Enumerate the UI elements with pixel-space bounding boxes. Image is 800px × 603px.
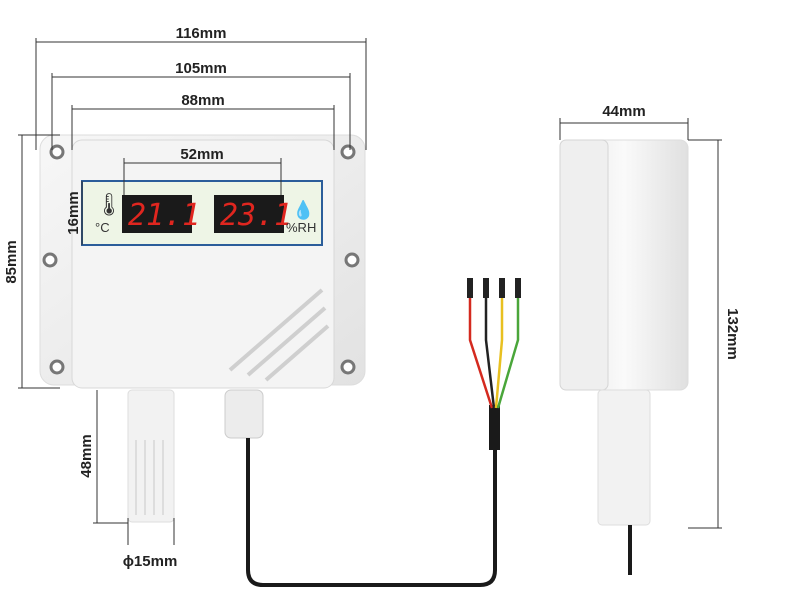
humidity-value: 23.1 — [220, 198, 292, 233]
side-view — [559, 139, 689, 575]
total-width-label: 116mm — [176, 25, 227, 42]
housing-body — [71, 139, 335, 389]
wire-black — [484, 290, 496, 409]
mount-hole — [42, 252, 58, 268]
temperature-value: 21.1 — [128, 198, 200, 233]
wire-terminals — [467, 278, 521, 298]
side-depth-label: 44mm — [602, 103, 645, 120]
wire-green — [496, 290, 520, 409]
side-height-label: 132mm — [724, 308, 741, 360]
wire-yellow — [494, 290, 504, 409]
body-width-label: 88mm — [181, 92, 224, 109]
display-height-label: 16mm — [65, 191, 82, 234]
thermometer-icon: 🌡 — [95, 192, 123, 217]
wire-red — [468, 290, 494, 409]
probe-diameter-label: ϕ15mm — [123, 553, 178, 570]
sensor-probe — [127, 389, 175, 523]
side-mounting-plate — [559, 139, 609, 391]
wires — [468, 290, 520, 409]
cable — [246, 420, 497, 587]
mount-hole — [344, 252, 360, 268]
mount-hole — [49, 144, 65, 160]
housing-grooves — [228, 288, 330, 382]
humidity-display — [214, 195, 284, 233]
cable-gland — [224, 389, 264, 439]
humidity-unit: %RH — [286, 220, 316, 235]
temperature-unit: °C — [95, 220, 110, 235]
front-view: 🌡 °C 21.1 23.1 💧 %RH — [39, 134, 521, 587]
temperature-display — [122, 195, 192, 233]
mount-hole — [340, 359, 356, 375]
hole-spacing-label: 105mm — [175, 60, 227, 77]
mount-hole — [340, 144, 356, 160]
dimension-lines — [18, 38, 722, 545]
probe-length-label: 48mm — [78, 434, 95, 477]
cable-sheath — [489, 405, 500, 450]
probe-vents — [135, 440, 164, 515]
humidity-droplet-icon: 💧 — [292, 199, 314, 220]
display-width-label: 52mm — [180, 146, 223, 163]
mount-hole — [49, 359, 65, 375]
body-height-label: 85mm — [3, 240, 20, 283]
side-probe — [597, 389, 651, 526]
